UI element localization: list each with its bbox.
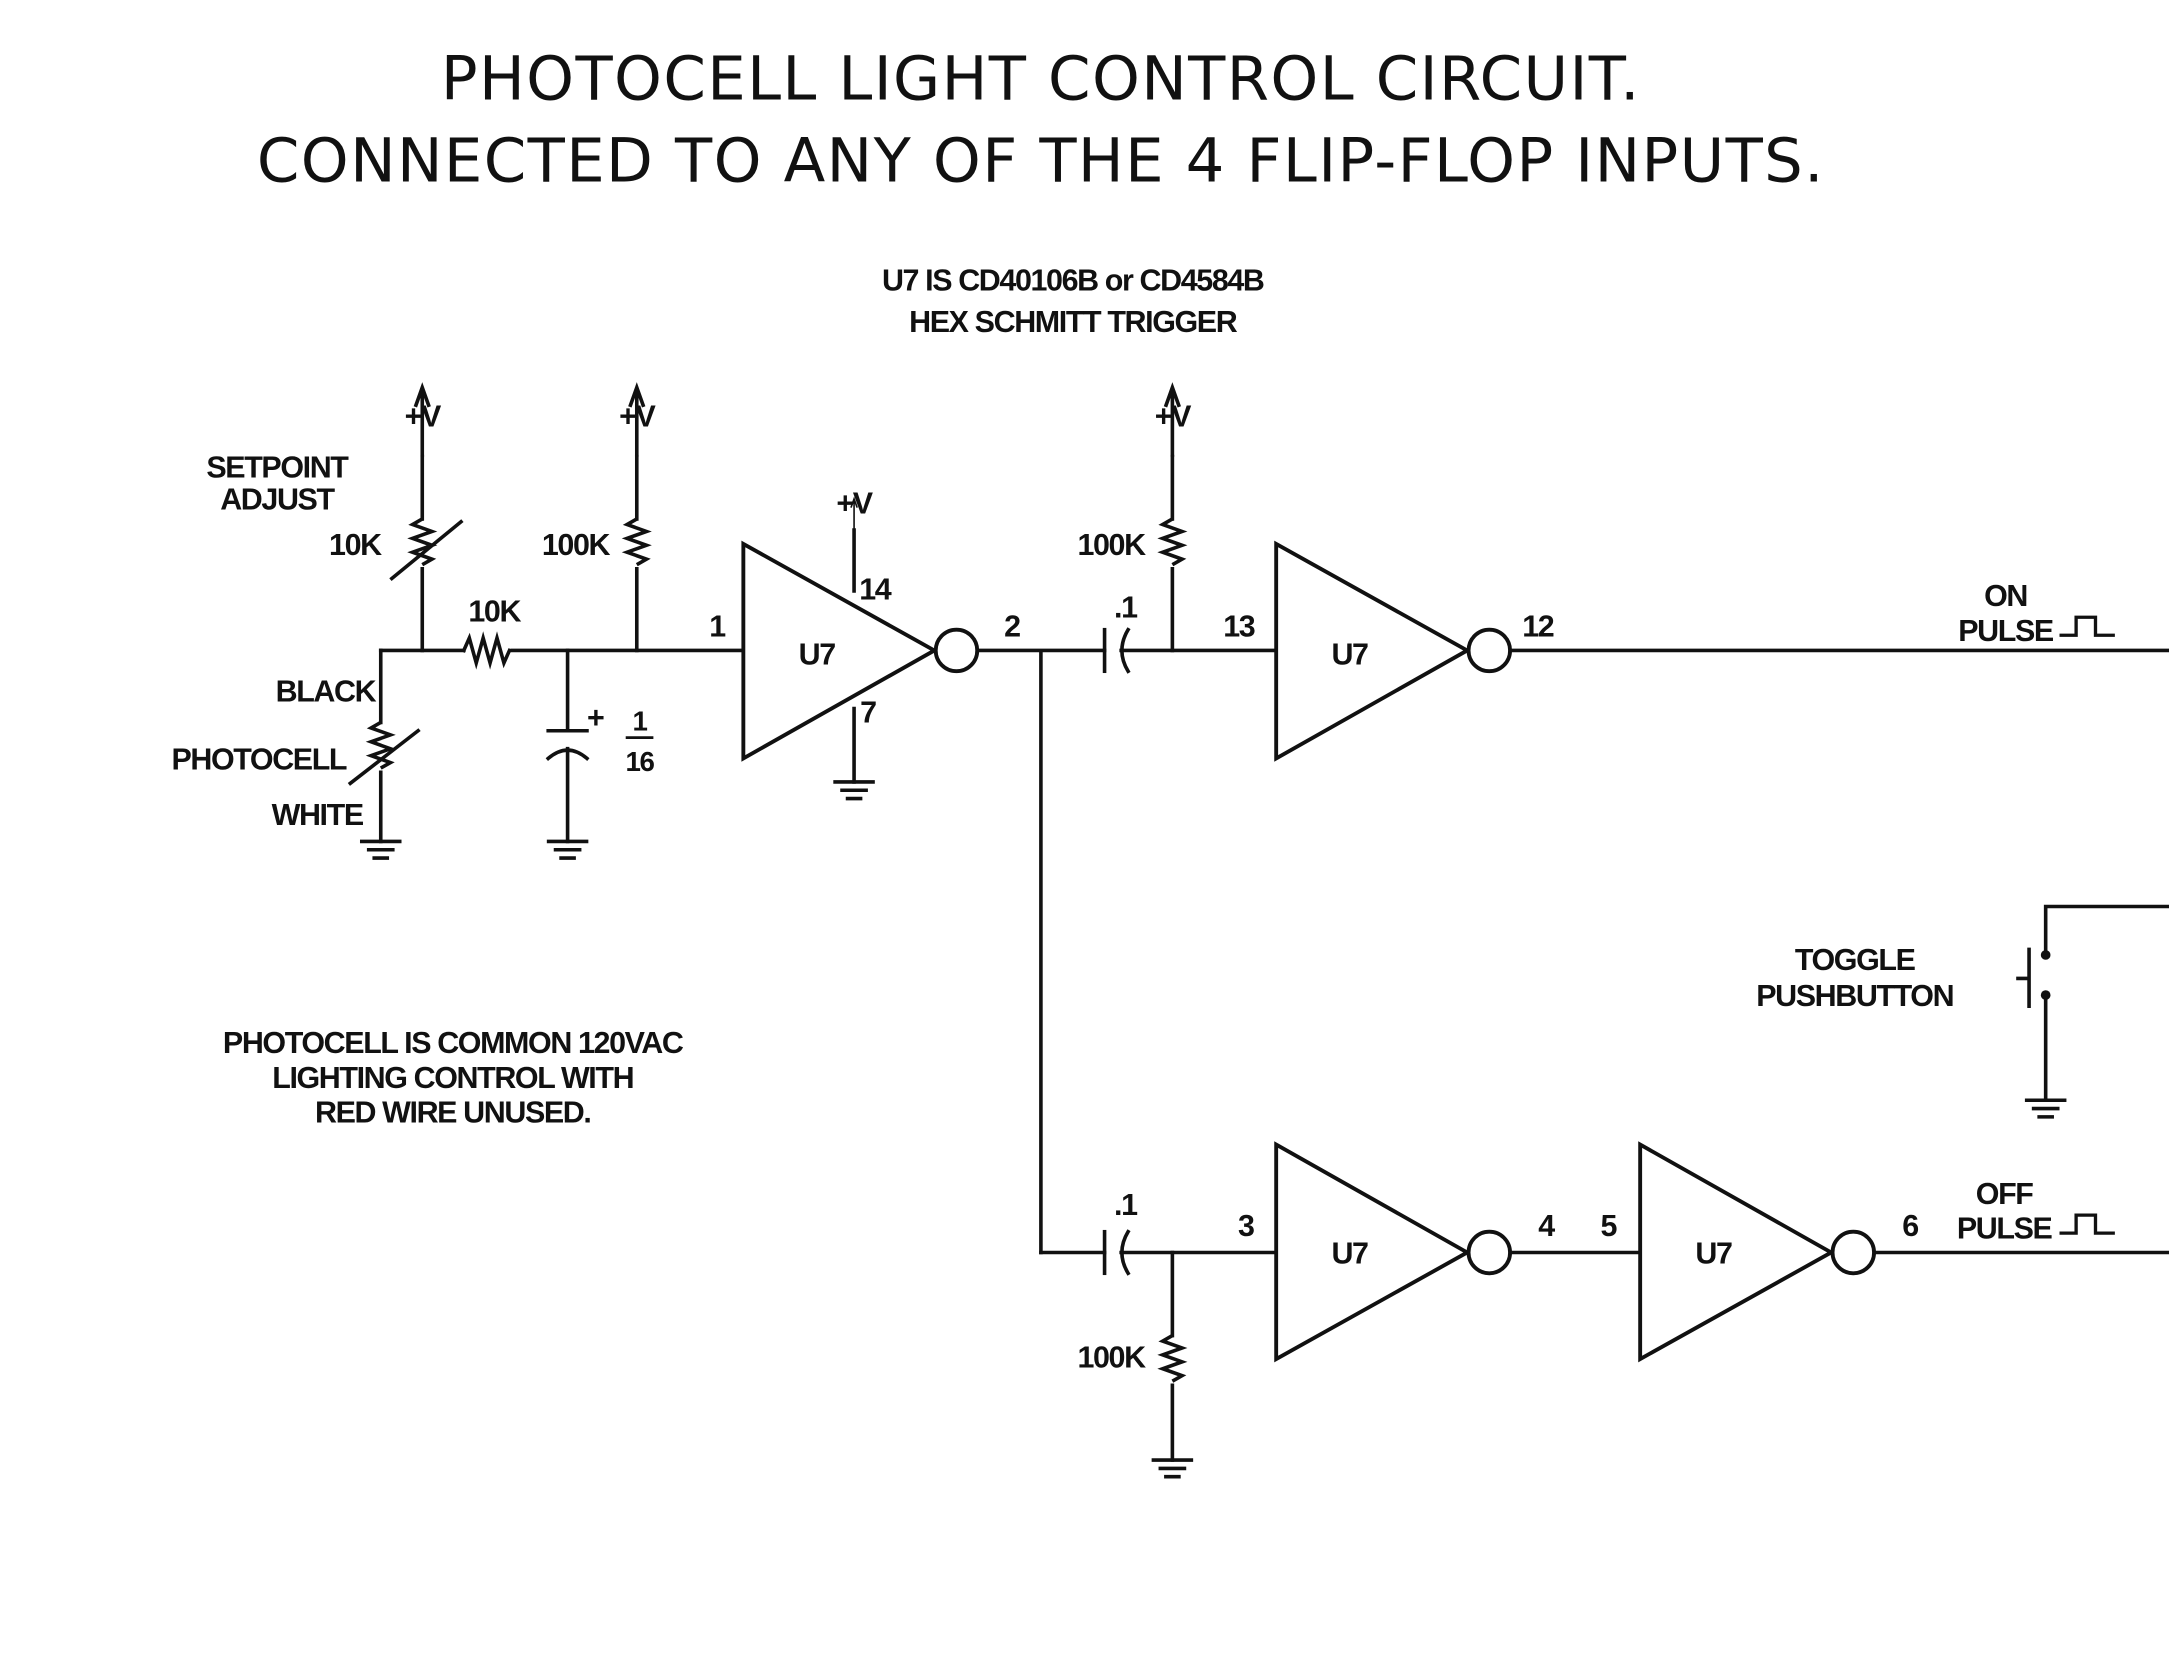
cap-value-denominator: 16 [626, 746, 655, 777]
pin-label: 12 [1522, 610, 1554, 644]
supply-label: +V [1155, 399, 1192, 433]
pin-label: 7 [860, 695, 876, 729]
pullup-resistor-100k [625, 517, 649, 567]
white-wire-label: WHITE [272, 798, 364, 832]
pin-label: 13 [1223, 610, 1255, 644]
photocell-note: PHOTOCELL IS COMMON 120VAC [223, 1026, 684, 1060]
cap-value-label: .1 [1114, 590, 1138, 624]
pin-label: 1 [709, 610, 726, 644]
off-pulse-label: PULSE [1957, 1212, 2053, 1246]
title-line-2: CONNECTED TO ANY OF THE 4 FLIP-FLOP INPU… [257, 125, 1825, 196]
ic-note-line-2: HEX SCHMITT TRIGGER [909, 305, 1238, 339]
gate-label: U7 [1331, 1237, 1368, 1271]
ground-icon [2023, 1098, 2069, 1119]
toggle-pushbutton [2016, 904, 2169, 1119]
pullup-resistor-100k [1160, 517, 1184, 567]
series-resistor-10k [461, 631, 512, 670]
supply-label: +V [619, 399, 656, 433]
off-pulse-label: OFF [1976, 1177, 2033, 1211]
pulse-waveform-icon [2057, 615, 2117, 637]
electrolytic-capacitor [545, 748, 590, 761]
resistor-value-label: 100K [1077, 1340, 1146, 1374]
pin-label: 2 [1004, 610, 1020, 644]
pin-label: 3 [1238, 1209, 1254, 1243]
title-line-1: PHOTOCELL LIGHT CONTROL CIRCUIT. [441, 44, 1641, 115]
on-pulse-path [975, 385, 2169, 1255]
ground-icon [545, 839, 591, 860]
resistor-value-label: 100K [1077, 528, 1146, 562]
inverter-gate-4 [1638, 1141, 1836, 1363]
adjust-label: ADJUST [220, 482, 335, 516]
pot-adjust-arrow [389, 519, 464, 582]
pin-label: 6 [1902, 1209, 1918, 1243]
coupling-capacitor [1120, 627, 1131, 674]
inverter-gate-1 [741, 498, 980, 801]
cap-value-numerator: 1 [633, 706, 648, 737]
resistor-value-label: 10K [468, 594, 521, 628]
pulldown-resistor-100k [1160, 1333, 1184, 1384]
gate-label: U7 [799, 637, 836, 671]
inverter-gate-2 [1274, 540, 1472, 762]
resistor-value-label: 100K [542, 528, 611, 562]
cap-value-label: .1 [1114, 1188, 1138, 1222]
pot-value-label: 10K [329, 528, 382, 562]
toggle-label: TOGGLE [1795, 943, 1916, 977]
pushbutton-label: PUSHBUTTON [1756, 979, 1953, 1013]
off-pulse-path [1039, 1141, 2169, 1479]
pin-label: 4 [1538, 1209, 1555, 1243]
cap-polarity-label: + [587, 701, 604, 735]
coupling-capacitor [1120, 1229, 1131, 1276]
on-pulse-label: ON [1984, 579, 2027, 613]
gate-label: U7 [1331, 637, 1368, 671]
pulse-waveform-icon [2057, 1213, 2117, 1235]
pin-label: 5 [1601, 1209, 1618, 1243]
photocell-note: RED WIRE UNUSED. [315, 1095, 590, 1129]
gate-label: U7 [1695, 1237, 1732, 1271]
setpoint-label: SETPOINT [206, 450, 349, 484]
photocell-label: PHOTOCELL [171, 742, 346, 776]
inverter-gate-3 [1274, 1141, 1472, 1363]
on-pulse-label: PULSE [1958, 614, 2054, 648]
ic-note-line-1: U7 IS CD40106B or CD4584B [882, 264, 1264, 298]
ground-icon [1149, 1458, 1195, 1479]
ground-icon [358, 839, 404, 860]
black-wire-label: BLACK [276, 675, 377, 709]
pin-label: 14 [859, 572, 892, 606]
supply-label: +V [836, 486, 873, 520]
input-network [347, 385, 746, 860]
supply-label: +V [405, 399, 442, 433]
photocell-note: LIGHTING CONTROL WITH [272, 1061, 633, 1095]
ground-icon [831, 780, 877, 801]
